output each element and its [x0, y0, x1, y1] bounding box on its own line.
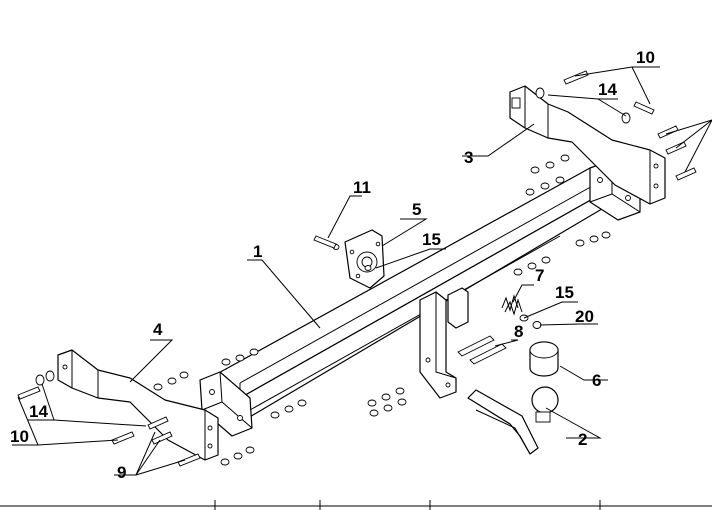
ball-cover: [529, 341, 559, 377]
leader-lines: [12, 66, 712, 476]
callout-10-left: 10: [10, 427, 29, 446]
callout-1: 1: [253, 242, 262, 261]
ball-mount-bracket: [419, 287, 469, 399]
callout-9: 9: [117, 463, 126, 482]
callout-6: 6: [592, 371, 601, 390]
callout-4: 4: [153, 320, 163, 339]
studs: [457, 335, 507, 365]
callout-11: 11: [353, 178, 371, 197]
callout-7: 7: [535, 266, 544, 285]
socket-plate: [344, 229, 385, 289]
callout-14-top: 14: [598, 80, 617, 99]
tow-ball: [467, 386, 559, 455]
callout-20: 20: [575, 307, 594, 326]
callout-10-top: 10: [636, 48, 655, 67]
right-side-bracket: [509, 85, 666, 205]
callout-8: 8: [514, 322, 523, 341]
fasteners: [153, 154, 611, 466]
callout-15-upper: 15: [422, 230, 441, 249]
callout-5: 5: [412, 200, 421, 219]
callout-14-left: 14: [29, 402, 48, 421]
callout-numbers: 1 2 3 4 5 6 7 8 9 10 10 11 14 14 15 15 2…: [10, 48, 655, 482]
left-side-bracket: [57, 349, 219, 461]
callout-3: 3: [464, 148, 473, 167]
left-end-plate: [199, 371, 253, 437]
spring-washer: [501, 294, 523, 316]
bottom-frame: [0, 500, 712, 510]
callout-2: 2: [578, 430, 587, 449]
callout-15-lower: 15: [555, 283, 574, 302]
